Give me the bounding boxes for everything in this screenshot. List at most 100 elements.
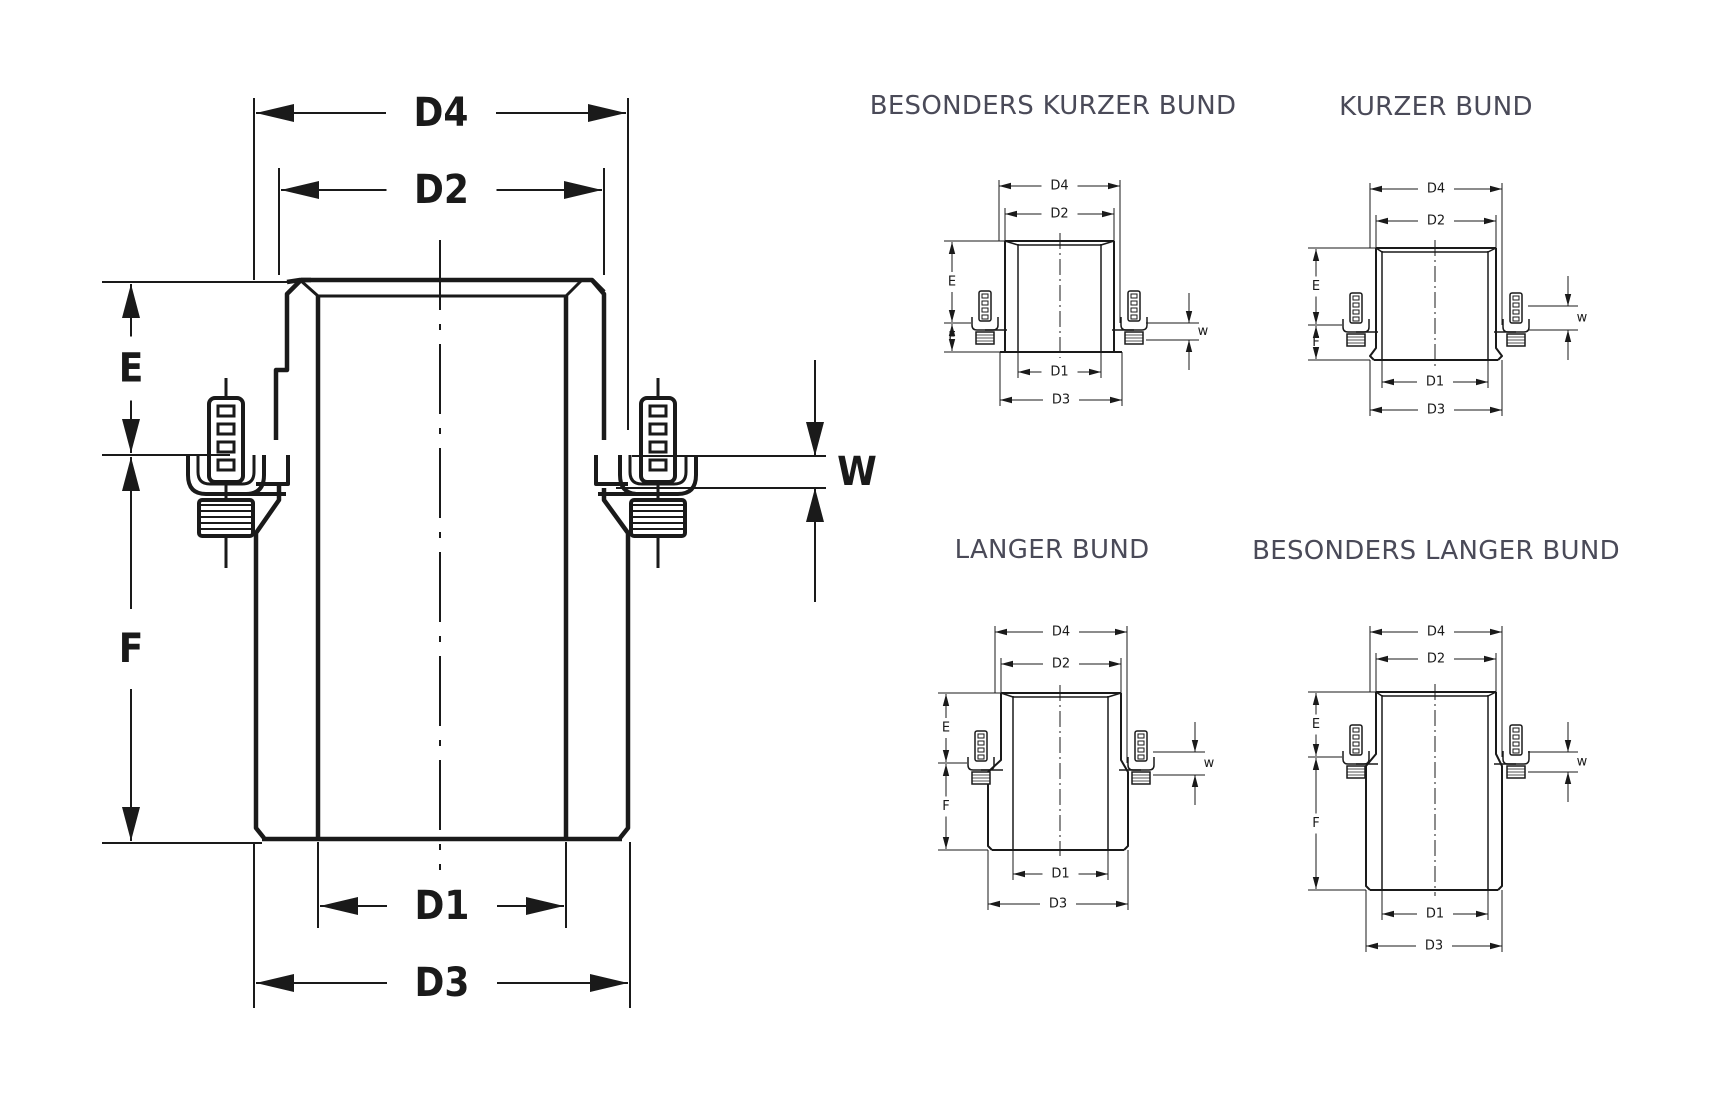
clamp-screw-body [978,290,992,322]
arrowhead-d2 [1484,217,1496,225]
dimension-d3: D3 [1000,393,1122,408]
arrowhead-e [942,694,950,706]
arrowhead-e [1312,693,1320,705]
dimension-f: F [1312,758,1320,889]
clamp-screw-slot [981,307,989,313]
pipe-top-rim [286,277,606,294]
dimension-d2: D2 [1376,214,1496,229]
dimension-w: W [806,360,877,602]
arrowhead-e [1312,312,1320,324]
dimension-d4: D4 [256,90,626,136]
arrowhead-w [806,422,824,456]
clamp-screw-slot [1137,754,1145,760]
dimension-f: F [948,324,956,351]
dimension-e: E [1312,693,1320,756]
arrowhead-d4 [1490,185,1502,193]
dimension-label-d3: D3 [1052,393,1070,408]
clamp-screw-slot [977,747,985,753]
arrowhead-d3 [1000,396,1012,404]
clamp-screw-slot [1512,727,1520,733]
clamp-left [1342,724,1378,779]
clamp-screw-slot [1137,733,1145,739]
arrowhead-d3 [1116,900,1128,908]
dimension-d2: D2 [1005,207,1114,222]
dimension-label-e: E [942,721,950,736]
dimension-d1: D1 [1013,867,1108,882]
dimension-d3: D3 [988,897,1128,912]
clamp-screw-slot [1130,307,1138,313]
clamp-left [967,730,1003,785]
dimension-d1: D1 [1018,365,1101,380]
dimension-e: E [942,694,950,762]
arrowhead-w [1564,772,1572,784]
dimension-label-e: E [1312,717,1320,732]
arrowhead-d2 [1376,655,1388,663]
dimension-label-f: F [1312,335,1319,350]
dimension-label-d1: D1 [1426,907,1444,922]
dimension-label-e: E [948,275,956,290]
pipe-top-chamfer [1000,692,1122,698]
dimension-w: w [1564,722,1588,802]
arrowhead-w [806,488,824,522]
arrowhead-d4 [1370,185,1382,193]
dimension-d4: D4 [999,179,1120,194]
arrowhead-e [1312,744,1320,756]
arrowhead-d1 [1013,870,1025,878]
dimension-d4: D4 [1370,182,1502,197]
dimension-label-d2: D2 [1427,214,1445,229]
dimension-f: F [119,457,144,841]
arrowhead-d2 [1005,210,1017,218]
clamp-screw-body [1349,292,1363,324]
pipe-outer-right [1495,248,1503,361]
dimension-f: F [942,764,950,849]
arrowhead-w [1564,740,1572,752]
clamp-screw-slot [1352,316,1360,322]
pipe-outer-right [1495,692,1503,891]
clamp-screw-body [1509,292,1523,324]
dimension-d3: D3 [1370,403,1502,418]
arrowhead-d3 [988,900,1000,908]
clamp-right [1119,730,1155,785]
arrowhead-f [122,807,140,841]
clamp-screw-slot [1137,740,1145,746]
arrowhead-d1 [1089,368,1101,376]
clamp-screw-slot [216,404,236,418]
dimension-w: w [1191,722,1215,805]
clamp-screw-body [1127,290,1141,322]
dimension-e: E [1312,249,1320,324]
clamp-screw-slot [1352,309,1360,315]
dimension-label-w: w [1204,756,1215,771]
dimension-label-f: F [119,626,144,672]
arrowhead-d4 [999,182,1011,190]
clamp-screw-slot [1352,727,1360,733]
arrowhead-e [1312,249,1320,261]
dimension-d4: D4 [995,625,1127,640]
dimension-label-e: E [1312,279,1320,294]
arrowhead-f [1312,877,1320,889]
clamp-right [1494,292,1530,347]
dimension-label-d4: D4 [1427,625,1445,640]
arrowhead-w [1191,775,1199,787]
clamp-bracket-inner [196,455,256,486]
arrowhead-d1 [320,897,358,915]
dimension-label-d1: D1 [1051,867,1069,882]
pipe-outer-right [1120,693,1129,851]
pipe-top-chamfer [299,278,584,298]
dimension-label-d2: D2 [1427,652,1445,667]
clamp-screw-slot [1512,302,1520,308]
dimension-label-d2: D2 [1052,657,1070,672]
arrowhead-f [942,764,950,776]
arrowhead-d4 [995,628,1007,636]
arrowhead-e [122,419,140,453]
dimension-d1: D1 [320,883,564,929]
arrowhead-d2 [281,181,319,199]
arrowhead-d2 [1484,655,1496,663]
variant-title-langer-bund: LANGER BUND [954,535,1150,565]
dimension-f: F [1312,326,1320,359]
arrowhead-d1 [1382,378,1394,386]
clamp-screw-slot [981,300,989,306]
